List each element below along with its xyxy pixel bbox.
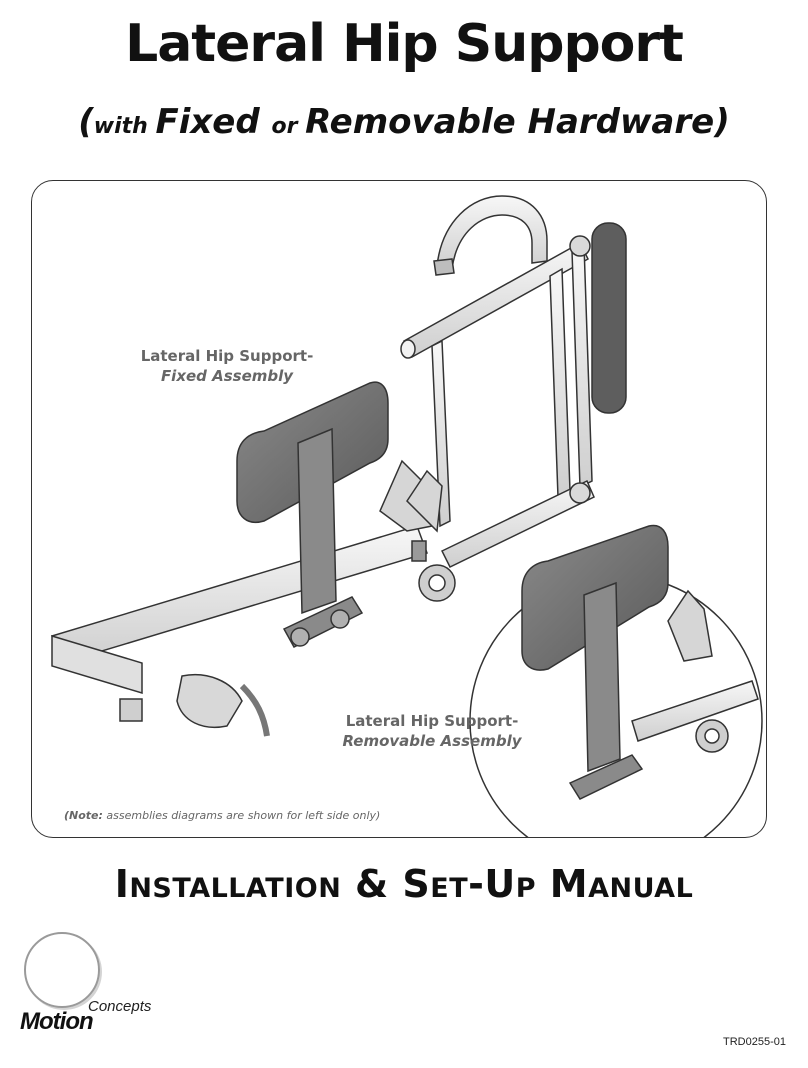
subtitle-fixed: Fixed xyxy=(155,102,272,142)
logo-circle-icon xyxy=(24,932,100,1008)
callout-fixed-line2: Fixed Assembly xyxy=(160,367,294,385)
page-subtitle: (with Fixed or Removable Hardware) xyxy=(0,102,808,142)
note-text: assemblies diagrams are shown for left s… xyxy=(102,809,381,822)
page-title: Lateral Hip Support xyxy=(125,14,684,74)
fixed-hip-pad xyxy=(236,381,389,648)
subtitle-with: with xyxy=(93,114,156,139)
side-plates xyxy=(379,459,456,602)
subtitle-removable-hardware: Removable Hardware xyxy=(305,102,715,142)
illustration-panel: Lateral Hip Support- Fixed Assembly Late… xyxy=(31,180,767,838)
note-label: (Note: xyxy=(64,809,103,822)
callout-removable-line1: Lateral Hip Support- xyxy=(345,712,519,730)
logo-concepts-text: Concepts xyxy=(88,998,152,1015)
callout-removable-line2: Removable Assembly xyxy=(342,732,522,750)
subtitle-paren-close: ) xyxy=(714,102,730,142)
logo-motion-text: Motion xyxy=(20,1008,94,1035)
assembly-illustration xyxy=(51,195,763,837)
callout-fixed-assembly: Lateral Hip Support- Fixed Assembly xyxy=(132,346,322,386)
back-frame xyxy=(400,195,627,568)
motion-concepts-logo: Concepts Motion xyxy=(20,930,160,1040)
manual-title: Installation & Set-Up Manual xyxy=(114,862,694,906)
diagram-note: (Note: assemblies diagrams are shown for… xyxy=(64,809,380,822)
seat-rail xyxy=(51,525,428,737)
subtitle-paren-open: ( xyxy=(78,102,94,142)
subtitle-or: or xyxy=(271,114,306,139)
document-number: TRD0255-01 xyxy=(723,1036,786,1048)
removable-assembly-inset xyxy=(469,524,763,837)
callout-removable-assembly: Lateral Hip Support- Removable Assembly xyxy=(322,711,542,751)
callout-fixed-line1: Lateral Hip Support- xyxy=(140,347,314,365)
